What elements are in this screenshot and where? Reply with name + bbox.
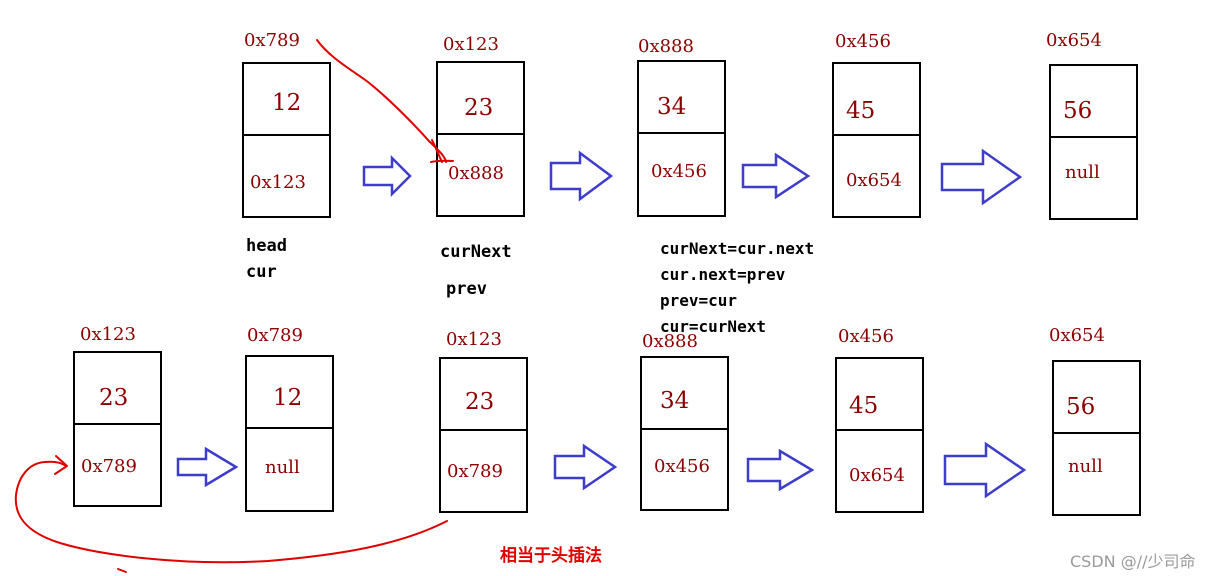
bottom-node-5-address: 0x456: [838, 326, 894, 347]
red-arrowhead-icon: [430, 139, 454, 163]
node-divider: [1054, 432, 1139, 434]
top-node-2-value: 23: [464, 95, 494, 121]
label-cur: cur: [246, 262, 277, 282]
node-divider: [244, 134, 329, 136]
red-curve-arrow-icon: [316, 39, 447, 163]
arrow-right-icon: [940, 148, 1023, 206]
watermark: CSDN @//少司命: [1070, 552, 1196, 571]
top-node-5-next: null: [1065, 162, 1100, 183]
arrow-right-icon: [176, 446, 239, 488]
top-node-2-next: 0x888: [448, 163, 504, 184]
code-line-1: curNext=cur.next: [660, 239, 815, 258]
bottom-node-4-address: 0x888: [642, 331, 698, 352]
node-divider: [639, 132, 724, 134]
bottom-node-5: 45 0x654: [835, 357, 924, 513]
top-node-5-address: 0x654: [1046, 30, 1102, 51]
node-divider: [834, 134, 919, 136]
arrow-right-icon: [943, 441, 1027, 499]
bottom-node-1-address: 0x123: [80, 324, 136, 345]
bottom-node-2-address: 0x789: [247, 325, 303, 346]
top-node-1-next: 0x123: [250, 172, 306, 193]
bottom-node-3-address: 0x123: [446, 329, 502, 350]
top-node-4: 45 0x654: [832, 62, 921, 218]
top-node-2-address: 0x123: [443, 34, 499, 55]
bottom-node-6-next: null: [1068, 456, 1103, 477]
top-node-4-address: 0x456: [835, 31, 891, 52]
node-divider: [438, 133, 523, 135]
red-loop-arrow-icon: [14, 460, 448, 564]
top-node-3: 34 0x456: [637, 60, 726, 217]
bottom-node-5-next: 0x654: [849, 465, 905, 486]
node-divider: [75, 423, 160, 425]
bottom-node-3-next: 0x789: [447, 461, 503, 482]
bottom-node-4-next: 0x456: [654, 456, 710, 477]
top-node-3-address: 0x888: [638, 36, 694, 57]
top-node-4-next: 0x654: [846, 170, 902, 191]
red-tick-icon: [117, 568, 127, 573]
top-node-5-value: 56: [1063, 98, 1093, 124]
bottom-node-1: 23 0x789: [73, 351, 162, 507]
label-prev: prev: [446, 279, 487, 299]
bottom-node-3-value: 23: [465, 389, 495, 415]
top-node-3-value: 34: [657, 94, 687, 120]
node-divider: [247, 427, 332, 429]
red-arrowhead-icon: [54, 455, 68, 475]
arrow-right-icon: [549, 150, 614, 202]
bottom-node-2-next: null: [265, 457, 300, 478]
bottom-node-4: 34 0x456: [640, 356, 729, 511]
node-divider: [837, 429, 922, 431]
top-node-3-next: 0x456: [651, 161, 707, 182]
top-node-2: 23 0x888: [436, 61, 525, 217]
top-node-1-address: 0x789: [244, 30, 300, 51]
top-node-4-value: 45: [846, 98, 876, 124]
top-node-1: 12 0x123: [242, 62, 331, 218]
code-line-3: prev=cur: [660, 291, 738, 310]
top-node-5: 56 null: [1049, 64, 1138, 220]
bottom-node-3: 23 0x789: [439, 357, 528, 513]
node-divider: [642, 428, 727, 430]
bottom-node-2-value: 12: [273, 385, 303, 411]
code-line-2: cur.next=prev: [660, 265, 786, 284]
bottom-node-6-value: 56: [1066, 394, 1096, 420]
bottom-node-6: 56 null: [1052, 360, 1141, 516]
node-divider: [1051, 136, 1136, 138]
bottom-node-1-next: 0x789: [81, 456, 137, 477]
bottom-node-1-value: 23: [99, 385, 129, 411]
arrow-right-icon: [362, 154, 412, 198]
bottom-node-2: 12 null: [245, 355, 334, 512]
bottom-node-5-value: 45: [849, 393, 879, 419]
bottom-node-4-value: 34: [660, 388, 690, 414]
code-block: curNext=cur.next cur.next=prev prev=cur cur…: [660, 236, 814, 340]
arrow-right-icon: [746, 448, 815, 492]
arrow-right-icon: [553, 443, 618, 491]
bottom-node-6-address: 0x654: [1049, 325, 1105, 346]
label-head: head: [246, 236, 287, 256]
caption-head-insertion: 相当于头插法: [500, 546, 602, 566]
top-node-1-value: 12: [272, 90, 302, 116]
arrow-right-icon: [741, 152, 811, 200]
label-curnext: curNext: [440, 242, 512, 262]
code-line-4: cur=curNext: [660, 317, 766, 336]
node-divider: [441, 429, 526, 431]
